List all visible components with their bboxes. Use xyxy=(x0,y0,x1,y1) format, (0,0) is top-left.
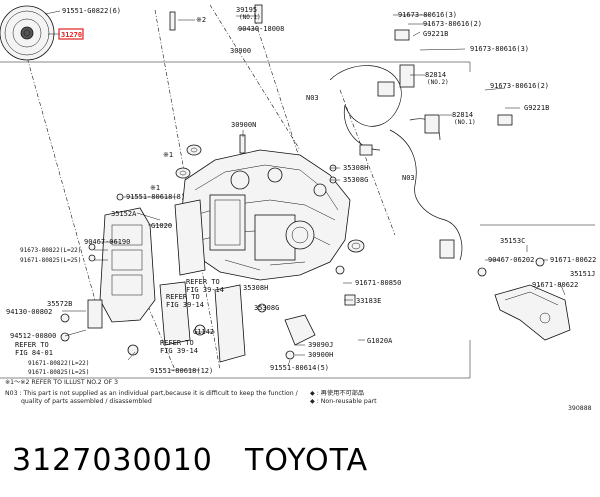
label-39195-note: (NO.1) xyxy=(239,14,261,21)
label-refer-fig-b: REFER TO xyxy=(166,293,200,301)
label-91671-80850: 91671-80850 xyxy=(355,279,401,287)
label-35308g-a: 35308G xyxy=(343,176,368,184)
target-part-highlight xyxy=(58,28,84,40)
label-35572b: 35572B xyxy=(47,300,72,308)
label-35308g-b: 35308G xyxy=(254,304,279,312)
label-30900h: 30900H xyxy=(308,351,333,359)
label-91551-80618-12: 91551-80618(12) xyxy=(150,367,213,375)
label-refer-fig-b2: FIG 39-14 xyxy=(166,301,204,309)
label-refer-fig-c: REFER TO xyxy=(160,339,194,347)
label-91673-80616-a: 91673-80616(3) xyxy=(398,11,457,19)
label-91673-80822-a: 91673-80822(L=22) xyxy=(20,247,81,254)
seals xyxy=(175,144,365,253)
label-refer-fig-a2: FIG 39-14 xyxy=(186,286,224,294)
label-g9221b-b: G9221B xyxy=(524,104,549,112)
label-82814-a-note: (NO.2) xyxy=(427,79,449,86)
footer-part-number: 3127030010 xyxy=(12,443,213,478)
wire-harness xyxy=(329,29,513,261)
transaxle-housing xyxy=(179,149,351,281)
label-94512-00800: 94512-00800 xyxy=(10,332,56,340)
label-g9221b-a: G9221B xyxy=(423,30,448,38)
label-g1020a: G1020A xyxy=(367,337,393,345)
label-94130-00802: 94130-00802 xyxy=(6,308,52,316)
label-35151j: 35151J xyxy=(570,270,595,278)
label-refer-fig-c2: FIG 39-14 xyxy=(160,347,198,355)
label-30900n: 30900N xyxy=(231,121,256,129)
footer-caption: 3127030010 TOYOTA xyxy=(12,443,368,478)
label-91673-80616-d: 91673-80616(2) xyxy=(490,82,549,90)
label-91671-80825-a: 91671-80825(L=25) xyxy=(20,257,81,264)
valve-body-plate xyxy=(99,199,246,363)
label-star2-top: ※2 xyxy=(196,16,206,24)
label-82814-a: 82814 xyxy=(425,71,446,79)
label-91551-80614: 91551-80614(5) xyxy=(270,364,329,372)
legend-non-reusable-en: ◆ : Non-reusable part xyxy=(310,398,377,405)
note-refer-illust: ※1〜※2 REFER TO ILLUST NO.2 OF 3 xyxy=(5,379,118,386)
label-refer-84-2: FIG 84-01 xyxy=(15,349,53,357)
label-35152a: 35152A xyxy=(111,210,137,218)
legend-non-reusable-ja: ◆ : 再使用不可部品 xyxy=(310,389,364,397)
label-82814-b-note: (NO.1) xyxy=(454,119,476,126)
label-91673-80616-c: 91673-80616(3) xyxy=(470,45,529,53)
label-91551-80618-8: 91551-80618(8) xyxy=(126,193,185,201)
label-90467-06190: 90467-06190 xyxy=(84,238,130,246)
label-91671-80825-b: 91671-80825(L=25) xyxy=(28,369,89,376)
label-refer-fig-a: REFER TO xyxy=(186,278,220,286)
diagram-notes: ※1〜※2 REFER TO ILLUST NO.2 OF 3 N03 : Th… xyxy=(5,379,592,412)
label-90467-06202: 90467-06202 xyxy=(488,256,534,264)
label-91671-80622-a: 91671-80622 xyxy=(550,256,596,264)
mounting-bracket xyxy=(494,284,571,341)
torque-converter xyxy=(0,5,55,61)
label-39090j: 39090J xyxy=(308,341,333,349)
diagram-code: 390888 xyxy=(568,405,592,412)
footer-brand: TOYOTA xyxy=(244,443,368,478)
note-n03-line1: N03 : This part is not supplied as an in… xyxy=(5,390,299,397)
label-91671-80822-b: 91671-80822(L=22) xyxy=(28,360,89,367)
label-82814-b: 82814 xyxy=(452,111,473,119)
label-n03-a: N03 xyxy=(306,94,319,102)
label-91671-80622-b: 91671-80622 xyxy=(532,281,578,289)
label-refer-84: REFER TO xyxy=(15,341,49,349)
label-30900: 30900 xyxy=(230,47,251,55)
label-35308h-b: 35308H xyxy=(243,284,268,292)
label-g1020-a: G1020 xyxy=(151,222,172,230)
label-33183e: 33183E xyxy=(356,297,381,305)
label-n03-b: N03 xyxy=(402,174,415,182)
note-n03-line2: quality of parts assembled / disassemble… xyxy=(21,398,152,405)
label-39195: 39195 xyxy=(236,6,257,14)
label-g1142: G1142 xyxy=(193,328,214,336)
label-star1-a: ※1 xyxy=(163,151,173,159)
leader-lines xyxy=(44,10,566,371)
label-90430: 90430-18008 xyxy=(238,25,284,33)
callout-labels: 91551-G0822(6) 31270 ※2 39195 (NO.1) 904… xyxy=(6,6,596,376)
label-91551-g0822: 91551-G0822(6) xyxy=(62,7,121,15)
label-star1-b: ※1 xyxy=(150,184,160,192)
label-35308h-a: 35308H xyxy=(343,164,368,172)
label-91673-80616-b: 91673-80616(2) xyxy=(423,20,482,28)
label-35153c: 35153C xyxy=(500,237,525,245)
label-31270: 31270 xyxy=(61,31,82,39)
